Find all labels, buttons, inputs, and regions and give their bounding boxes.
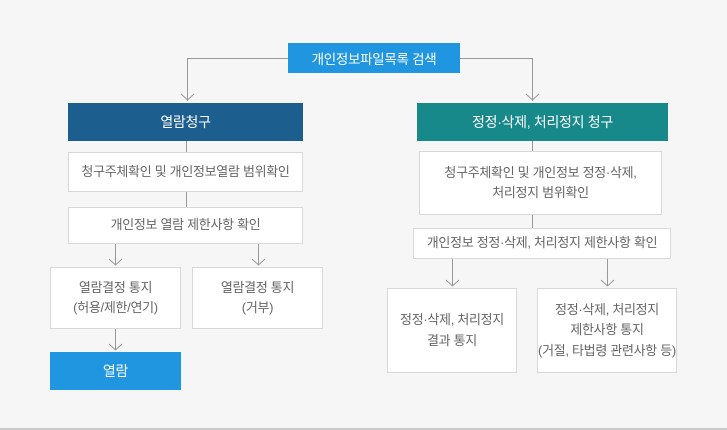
connector-line — [460, 58, 532, 59]
connector-line — [532, 215, 533, 228]
connector-line — [607, 259, 608, 286]
outcome-line: 열람결정 통지 — [220, 279, 295, 295]
outcome-line: 정정·삭제, 처리정지 — [400, 312, 504, 328]
left-outcome-access-decision-notice-allowed: 열람결정 통지 (허용/제한/연기) — [50, 267, 181, 329]
connector-line — [115, 244, 116, 265]
left-final-access-box: 열람 — [50, 352, 181, 390]
connector-line — [115, 329, 116, 350]
outcome-line: 제한사항 통지 — [570, 322, 644, 338]
right-step1-line: 청구주체확인 및 개인정보 정정·삭제, — [444, 164, 637, 180]
arrow-down-icon — [251, 258, 266, 266]
right-step-subject-scope-check: 청구주체확인 및 개인정보 정정·삭제, 처리정지 범위확인 — [419, 151, 662, 215]
right-step-restriction-check: 개인정보 정정·삭제, 처리정지 제한사항 확인 — [413, 228, 671, 259]
connector-line — [452, 259, 453, 286]
root-box-label: 개인정보파일목록 검색 — [311, 52, 437, 67]
right-outcome-result-notice: 정정·삭제, 처리정지 결과 통지 — [387, 288, 517, 373]
left-step1-label: 청구주체확인 및 개인정보열람 범위확인 — [81, 163, 290, 179]
connector-line — [532, 141, 533, 151]
arrow-down-icon — [600, 279, 615, 287]
arrow-down-icon — [108, 343, 123, 351]
connector-line — [187, 58, 188, 101]
left-final-label: 열람 — [102, 363, 129, 379]
outcome-line: (거절, 타법령 관련사항 등) — [538, 342, 676, 358]
arrow-down-icon — [445, 279, 460, 287]
right-outcome-restriction-notice: 정정·삭제, 처리정지 제한사항 통지 (거절, 타법령 관련사항 등) — [537, 288, 677, 373]
left-step-subject-scope-check: 청구주체확인 및 개인정보열람 범위확인 — [68, 152, 303, 192]
root-box-file-list-search: 개인정보파일목록 검색 — [288, 43, 460, 73]
connector-line — [258, 244, 259, 265]
left-step2-label: 개인정보 열람 제한사항 확인 — [110, 217, 261, 233]
arrow-down-icon — [108, 258, 123, 266]
arrow-down-icon — [525, 93, 540, 101]
arrow-down-icon — [180, 93, 195, 101]
connector-line — [187, 58, 288, 59]
right-step2-label: 개인정보 정정·삭제, 처리정지 제한사항 확인 — [426, 235, 658, 251]
connector-line — [532, 58, 533, 101]
left-outcome-access-decision-notice-denied: 열람결정 통지 (거부) — [192, 267, 323, 329]
outcome-line: (거부) — [241, 300, 274, 315]
outcome-line: 결과 통지 — [427, 332, 477, 348]
left-step-restriction-check: 개인정보 열람 제한사항 확인 — [68, 207, 303, 244]
outcome-line: 열람결정 통지 — [78, 279, 153, 295]
outcome-line: 정정·삭제, 처리정지 — [555, 302, 659, 318]
left-branch-header-label: 열람청구 — [160, 114, 211, 130]
right-branch-header-label: 정정·삭제, 처리정지 청구 — [472, 114, 613, 130]
left-branch-header-access-request: 열람청구 — [68, 103, 303, 141]
right-branch-header-correction-request: 정정·삭제, 처리정지 청구 — [417, 103, 668, 141]
connector-line — [186, 192, 187, 207]
connector-line — [186, 141, 187, 152]
right-step1-line: 처리정지 범위확인 — [492, 185, 589, 200]
outcome-line: (허용/제한/연기) — [73, 300, 158, 315]
